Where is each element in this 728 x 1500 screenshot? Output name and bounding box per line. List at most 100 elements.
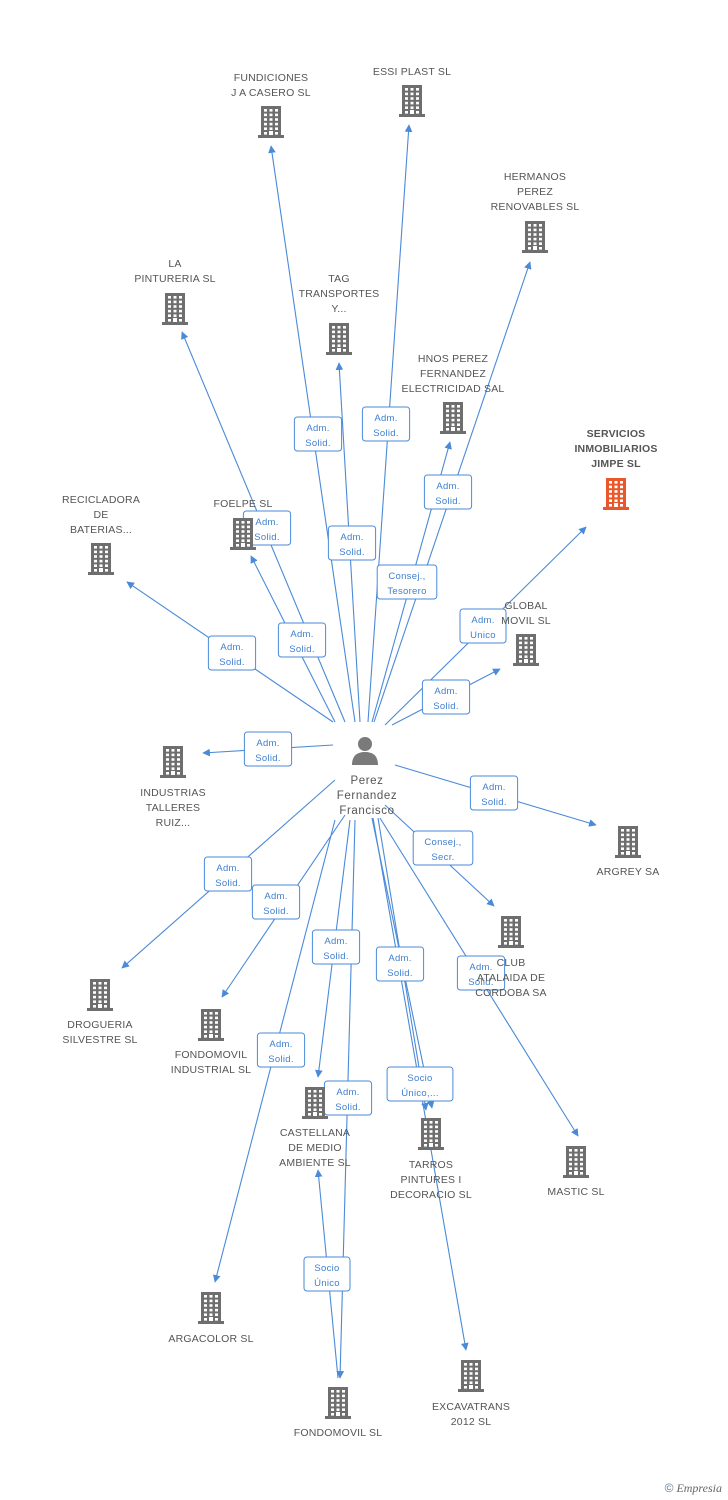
company-label[interactable]: BATERIAS...	[70, 524, 132, 536]
company-label[interactable]: EXCAVATRANS	[432, 1401, 510, 1413]
company-label[interactable]: DE MEDIO	[288, 1142, 342, 1154]
relation-label[interactable]: Adm.Solid.	[421, 679, 471, 715]
company-node-argrey[interactable]: ARGREY SA	[597, 826, 660, 878]
company-label[interactable]: AMBIENTE SL	[279, 1157, 351, 1169]
building-icon[interactable]	[513, 634, 539, 666]
relation-label[interactable]: Consej.,Secr.	[412, 830, 474, 866]
building-icon[interactable]	[563, 1146, 589, 1178]
company-label[interactable]: SILVESTRE SL	[62, 1034, 137, 1046]
building-icon[interactable]	[162, 293, 188, 325]
company-label[interactable]: CASTELLANA	[280, 1127, 350, 1139]
building-icon[interactable]	[326, 323, 352, 355]
company-label[interactable]: RECICLADORA	[62, 494, 140, 506]
company-label[interactable]: ELECTRICIDAD SAL	[402, 383, 505, 395]
company-label[interactable]: 2012 SL	[451, 1416, 492, 1428]
company-node-castellana[interactable]: CASTELLANA DE MEDIO AMBIENTE SL	[279, 1087, 351, 1169]
company-label[interactable]: MASTIC SL	[547, 1186, 604, 1198]
relation-label[interactable]: Adm.Solid.	[243, 731, 293, 767]
company-label[interactable]: RENOVABLES SL	[491, 201, 580, 213]
company-node-excavatrans[interactable]: EXCAVATRANS 2012 SL	[432, 1360, 510, 1428]
company-label[interactable]: FONDOMOVIL	[175, 1049, 248, 1061]
relation-label[interactable]: Adm.Solid.	[256, 1032, 306, 1068]
company-label[interactable]: J A CASERO SL	[231, 87, 311, 99]
person-icon[interactable]	[352, 737, 378, 765]
company-label[interactable]: LA	[168, 258, 181, 270]
company-label[interactable]: PINTURES I	[401, 1174, 462, 1186]
relation-label[interactable]: Adm.Solid.	[203, 856, 253, 892]
company-label[interactable]: ARGACOLOR SL	[168, 1333, 253, 1345]
company-label[interactable]: TALLERES	[146, 802, 201, 814]
company-label[interactable]: INMOBILIARIOS	[574, 443, 657, 455]
building-icon[interactable]	[325, 1387, 351, 1419]
building-icon[interactable]	[418, 1118, 444, 1150]
brand-footer[interactable]: ©Empresia	[665, 1481, 722, 1496]
building-icon[interactable]	[198, 1009, 224, 1041]
relation-label[interactable]: Adm.Solid.	[323, 1080, 373, 1116]
company-node-tarros[interactable]: TARROS PINTURES I DECORACIO SL	[390, 1118, 472, 1201]
company-node-fundiciones[interactable]: FUNDICIONES J A CASERO SL	[231, 72, 311, 138]
company-label[interactable]: ESSI PLAST SL	[373, 66, 451, 78]
company-node-hermanos[interactable]: HERMANOS PEREZ RENOVABLES SL	[491, 171, 580, 253]
company-label[interactable]: SERVICIOS	[587, 428, 646, 440]
building-icon[interactable]	[603, 478, 629, 510]
building-icon[interactable]	[88, 543, 114, 575]
relation-label[interactable]: Adm.Solid.	[277, 622, 327, 658]
company-label[interactable]: CLUB	[497, 957, 526, 969]
building-icon[interactable]	[302, 1087, 328, 1119]
building-icon[interactable]	[87, 979, 113, 1011]
relation-label[interactable]: Adm.Solid.	[469, 775, 519, 811]
relation-label[interactable]: Adm.Solid.	[327, 525, 377, 561]
building-icon[interactable]	[615, 826, 641, 858]
building-icon[interactable]	[198, 1292, 224, 1324]
company-node-servicios[interactable]: SERVICIOS INMOBILIARIOS JIMPE SL	[574, 428, 657, 510]
company-node-essiplast[interactable]: ESSI PLAST SL	[373, 66, 451, 117]
relation-label[interactable]: Adm.Solid.	[251, 884, 301, 920]
company-label[interactable]: FERNANDEZ	[420, 368, 486, 380]
company-label[interactable]: DECORACIO SL	[390, 1189, 472, 1201]
company-label[interactable]: TARROS	[409, 1159, 453, 1171]
building-icon[interactable]	[258, 106, 284, 138]
company-label[interactable]: HERMANOS	[504, 171, 566, 183]
relation-label[interactable]: Adm.Solid.	[375, 946, 425, 982]
company-label[interactable]: Y...	[331, 303, 346, 315]
company-label[interactable]: JIMPE SL	[591, 458, 641, 470]
building-icon[interactable]	[230, 518, 256, 550]
company-node-industrias[interactable]: INDUSTRIAS TALLERES RUIZ...	[140, 746, 206, 829]
company-label[interactable]: ARGREY SA	[597, 866, 660, 878]
company-node-hnos[interactable]: HNOS PEREZ FERNANDEZ ELECTRICIDAD SAL	[402, 353, 505, 434]
person-name-label[interactable]: Francisco	[339, 805, 394, 817]
building-icon[interactable]	[458, 1360, 484, 1392]
company-label[interactable]: TRANSPORTES	[299, 288, 380, 300]
company-label[interactable]: INDUSTRIAL SL	[171, 1064, 251, 1076]
relation-label[interactable]: Adm.Solid.	[293, 416, 343, 452]
company-node-mastic[interactable]: MASTIC SL	[547, 1146, 604, 1198]
building-icon[interactable]	[399, 85, 425, 117]
company-node-recicladora[interactable]: RECICLADORA DE BATERIAS...	[62, 494, 140, 575]
company-node-drogueria[interactable]: DROGUERIA SILVESTRE SL	[62, 979, 137, 1046]
company-label[interactable]: ATALAIDA DE	[477, 972, 545, 984]
building-icon[interactable]	[160, 746, 186, 778]
company-label[interactable]: DROGUERIA	[67, 1019, 132, 1031]
person-name-label[interactable]: Perez	[350, 775, 383, 787]
company-label[interactable]: PEREZ	[517, 186, 553, 198]
building-icon[interactable]	[440, 402, 466, 434]
company-node-argacolor[interactable]: ARGACOLOR SL	[168, 1292, 253, 1345]
company-label[interactable]: FOELPE SL	[214, 498, 273, 510]
relation-label[interactable]: Consej.,Tesorero	[376, 564, 438, 600]
company-label[interactable]: HNOS PEREZ	[418, 353, 489, 365]
company-label[interactable]: DE	[94, 509, 109, 521]
company-node-fondomovilind[interactable]: FONDOMOVIL INDUSTRIAL SL	[171, 1009, 251, 1076]
relation-label[interactable]: Adm.Solid.	[456, 955, 506, 991]
company-label[interactable]: INDUSTRIAS	[140, 787, 206, 799]
relation-label[interactable]: SocioÚnico,...	[386, 1066, 454, 1102]
company-label[interactable]: RUIZ...	[156, 817, 191, 829]
relation-label[interactable]: Adm.Solid.	[423, 474, 473, 510]
person-name-label[interactable]: Fernandez	[337, 790, 397, 802]
company-label[interactable]: FUNDICIONES	[234, 72, 309, 84]
company-label[interactable]: GLOBAL	[504, 600, 547, 612]
building-icon[interactable]	[498, 916, 524, 948]
